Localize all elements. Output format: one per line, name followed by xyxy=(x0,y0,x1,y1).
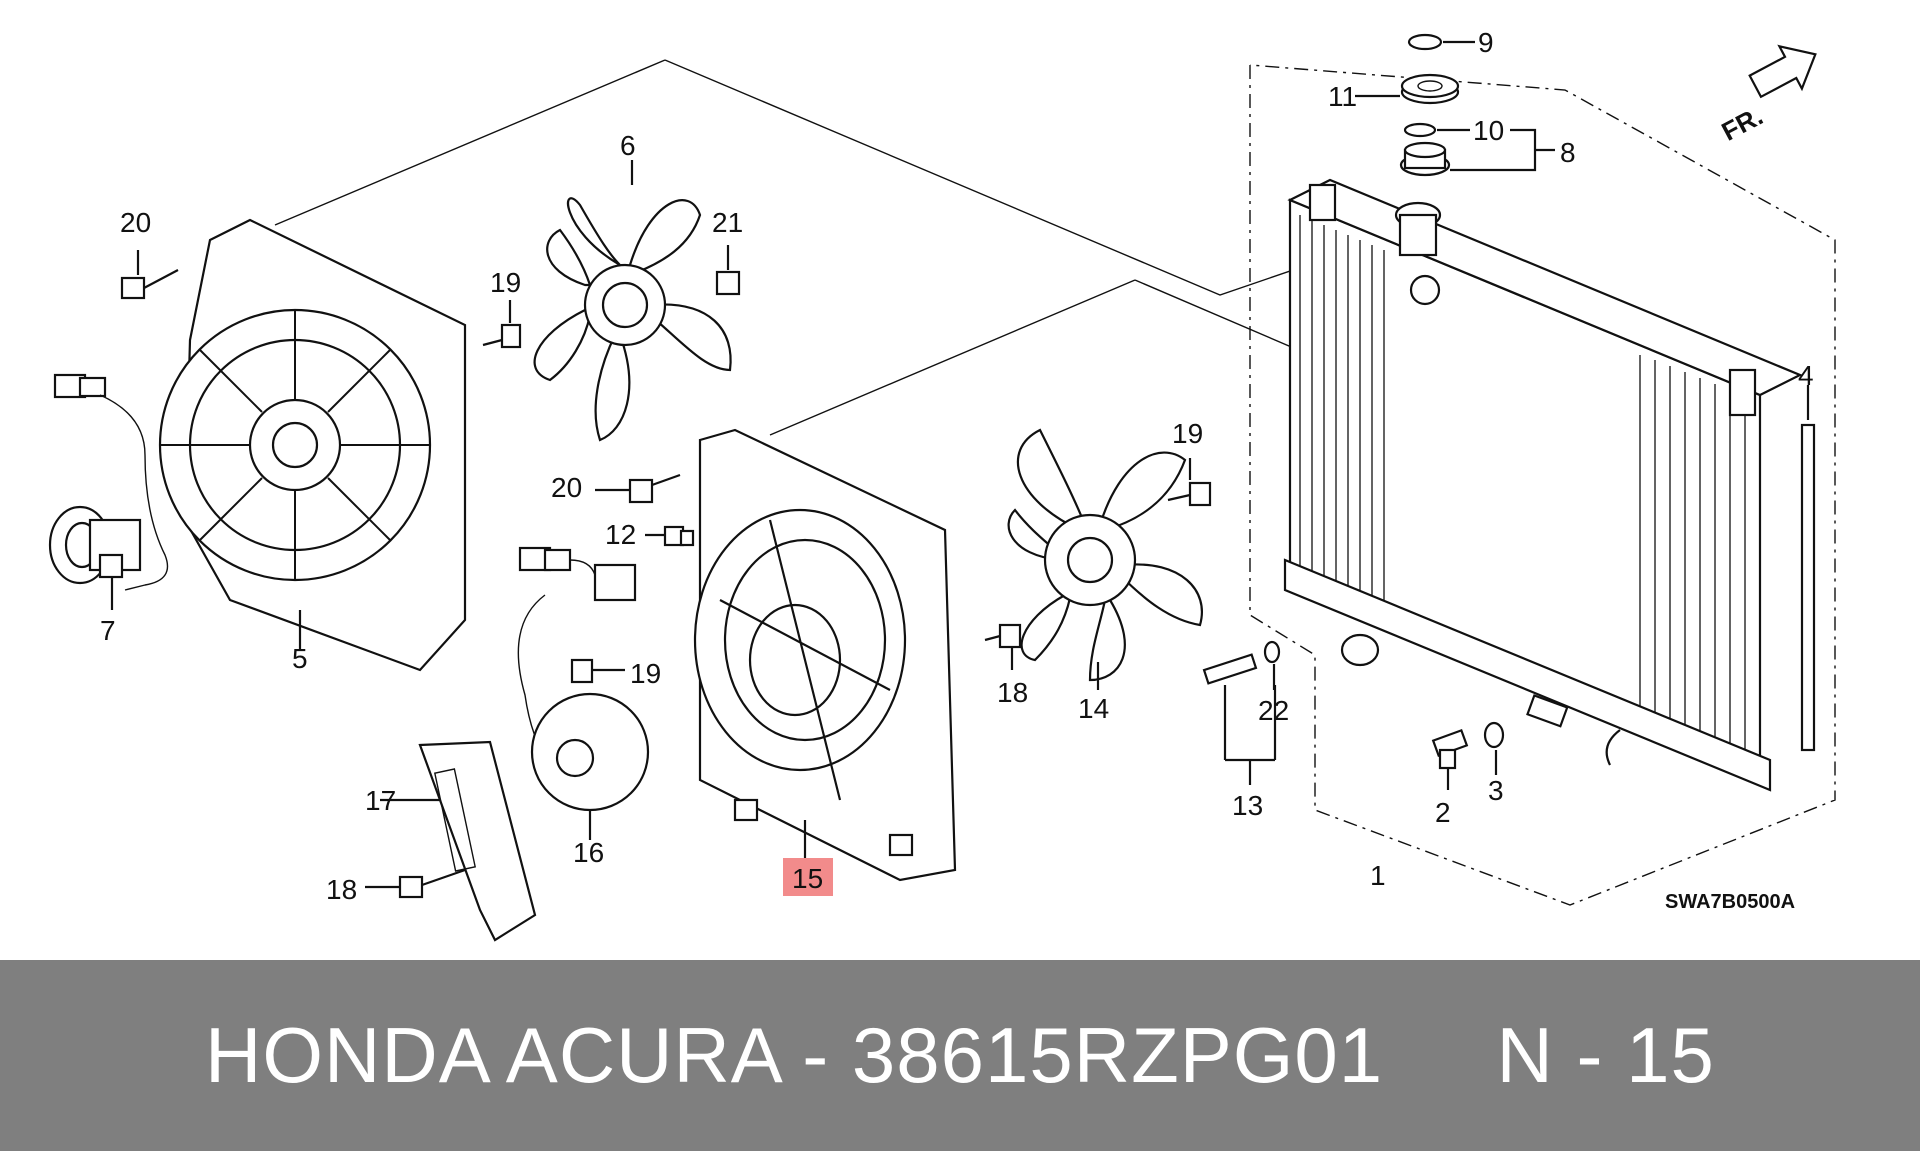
drain-o-ring-icon xyxy=(1483,721,1505,775)
bolt-20-left-icon xyxy=(120,250,179,300)
radiator-icon xyxy=(1283,178,1803,792)
callout-18-left: 18 xyxy=(326,874,357,905)
bracket-17-icon xyxy=(380,740,537,942)
highlight-box xyxy=(783,858,833,896)
callout-4: 4 xyxy=(1798,360,1814,391)
callout-16: 16 xyxy=(573,837,604,868)
callout-20-left: 20 xyxy=(120,207,151,238)
cap-seal-icon xyxy=(1355,73,1460,105)
parts-diagram: FR. xyxy=(48,27,1836,942)
diagram-code: SWA7B0500A xyxy=(1665,891,1795,913)
callout-5: 5 xyxy=(292,643,308,674)
callout-11: 11 xyxy=(1328,81,1357,112)
callout-21: 21 xyxy=(712,207,743,238)
bolt-20-middle-icon xyxy=(595,473,681,504)
fan-shroud-left-icon xyxy=(158,218,467,672)
callout-9: 9 xyxy=(1478,27,1494,58)
front-label: FR. xyxy=(1717,101,1768,147)
fan-motor-left-icon xyxy=(48,373,169,610)
callout-10: 10 xyxy=(1473,115,1504,146)
callout-13: 13 xyxy=(1232,790,1263,821)
callout-14: 14 xyxy=(1078,693,1109,724)
callout-19-top: 19 xyxy=(490,267,521,298)
callout-6: 6 xyxy=(620,130,636,161)
bolt-19-right-icon xyxy=(1167,458,1212,507)
callout-18-right: 18 xyxy=(997,677,1028,708)
fan-motor-middle-icon xyxy=(517,546,650,840)
assembly-outline xyxy=(274,59,666,226)
nut-21-icon xyxy=(715,245,741,296)
callout-22: 22 xyxy=(1258,695,1289,726)
bolt-18-right-icon xyxy=(984,623,1022,670)
fan-blade-top-icon xyxy=(533,160,732,442)
callout-15: 15 xyxy=(792,863,823,894)
callout-7: 7 xyxy=(100,615,116,646)
part-number-banner: HONDA ACURA - 38615RZPG01 N - 15 xyxy=(0,960,1920,1151)
bolt-18-left-icon xyxy=(365,868,466,899)
callout-1: 1 xyxy=(1370,860,1386,891)
part-number-text: HONDA ACURA - 38615RZPG01 N - 15 xyxy=(205,1011,1715,1099)
callout-19-right: 19 xyxy=(1172,418,1203,449)
washer-icon xyxy=(1407,33,1475,51)
washer-22-icon xyxy=(1263,640,1281,690)
o-ring-icon xyxy=(1403,122,1555,172)
seal-strip-icon xyxy=(1800,385,1816,752)
callout-19-middle: 19 xyxy=(630,658,661,689)
callout-8: 8 xyxy=(1560,137,1576,168)
callout-2: 2 xyxy=(1435,797,1451,828)
diagram-canvas: FR. xyxy=(48,27,1836,942)
callout-12: 12 xyxy=(605,519,636,550)
callout-17: 17 xyxy=(365,785,396,816)
fan-blade-right-icon xyxy=(1007,428,1203,690)
radiator-cap-icon xyxy=(1399,141,1451,177)
bolt-19-top-icon xyxy=(482,300,522,349)
temperature-switch-icon xyxy=(1202,653,1277,785)
callout-20-middle: 20 xyxy=(551,472,582,503)
clip-12-icon xyxy=(645,525,695,547)
bolt-19-middle-icon xyxy=(570,658,625,684)
fan-shroud-15-icon xyxy=(693,428,957,882)
front-direction-arrow-icon xyxy=(1748,44,1817,99)
drain-plug-icon xyxy=(1431,728,1469,790)
assembly-outline xyxy=(769,279,1136,436)
callout-3: 3 xyxy=(1488,775,1504,806)
radiator-assembly-outline xyxy=(1249,64,1836,906)
